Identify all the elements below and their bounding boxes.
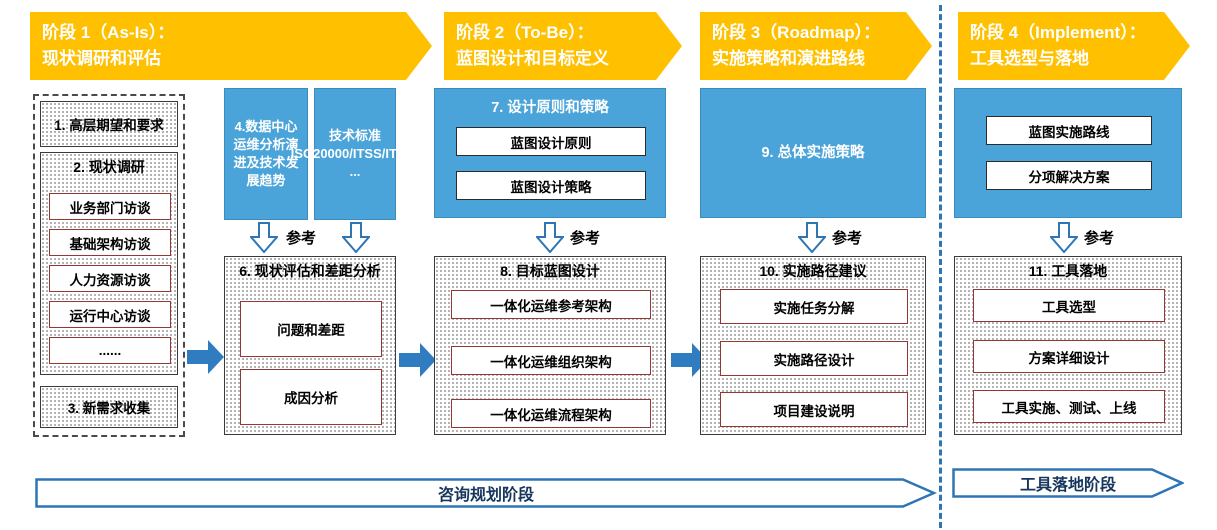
tech-standards-box: 技术标准ISO20000/ITSS/ITIL... ... xyxy=(291,88,419,220)
path-item: 实施任务分解 xyxy=(720,289,908,324)
asis-new-requirements-label: 3. 新需求收集 xyxy=(67,401,151,416)
phase-banner-4: 阶段 4（Implement）： 工具选型与落地 xyxy=(958,12,1190,80)
phase-separator-line xyxy=(939,5,942,528)
principles-item: 蓝图设计原则 xyxy=(456,127,646,156)
right-arrow-icon xyxy=(671,343,708,377)
trend-analysis-box: 4.数据中心运维分析演进及技术发展趋势 xyxy=(224,88,308,220)
tool-landing-title: 11. 工具落地 xyxy=(1028,263,1108,279)
blueprint-item: 一体化运维组织架构 xyxy=(451,346,651,375)
blueprint-item: 一体化运维参考架构 xyxy=(451,290,651,319)
implement-blue-item: 蓝图实施路线 xyxy=(986,116,1152,145)
down-arrow-icon xyxy=(342,222,370,253)
landing-item: 方案详细设计 xyxy=(973,340,1165,373)
reference-label: 参考 xyxy=(286,230,317,247)
right-arrow-icon xyxy=(399,343,436,377)
down-arrow-icon xyxy=(798,222,826,253)
survey-item: 运行中心访谈 xyxy=(49,301,171,328)
assessment-title: 6. 现状评估和差距分析 xyxy=(239,263,381,279)
reference-label: 参考 xyxy=(570,230,601,247)
asis-survey-box: 2. 现状调研 业务部门访谈 基础架构访谈 人力资源访谈 运行中心访谈 ....… xyxy=(40,152,178,375)
survey-item: 人力资源访谈 xyxy=(49,265,171,292)
landing-item: 工具实施、测试、上线 xyxy=(973,390,1165,423)
phase-banner-2: 阶段 2（To-Be）： 蓝图设计和目标定义 xyxy=(444,12,682,80)
consulting-stage-arrow: 咨询规划阶段 xyxy=(35,478,938,508)
phase-3-line1: 阶段 3（Roadmap）： xyxy=(712,23,881,42)
design-principles-title: 7. 设计原则和策略 xyxy=(491,100,609,116)
phase-banner-3: 阶段 3（Roadmap）： 实施策略和演进路线 xyxy=(700,12,932,80)
consulting-stage-label: 咨询规划阶段 xyxy=(437,487,534,504)
reference-label: 参考 xyxy=(1084,230,1115,247)
assessment-box: 6. 现状评估和差距分析 问题和差距 成因分析 xyxy=(224,256,396,435)
assessment-item: 成因分析 xyxy=(240,369,382,425)
survey-item: 基础架构访谈 xyxy=(49,229,171,256)
implementation-path-box: 10. 实施路径建议 实施任务分解 实施路径设计 项目建设说明 xyxy=(700,256,926,435)
landing-item: 工具选型 xyxy=(973,289,1165,322)
asis-group-frame xyxy=(33,94,185,437)
phase-banner-1: 阶段 1（As-Is）： 现状调研和评估 xyxy=(30,12,432,80)
tool-landing-box: 11. 工具落地 工具选型 方案详细设计 工具实施、测试、上线 xyxy=(954,256,1182,435)
asis-expectations-label: 1. 高层期望和要求 xyxy=(54,118,164,133)
phase-2-line2: 蓝图设计和目标定义 xyxy=(456,48,609,68)
down-arrow-icon xyxy=(250,222,278,253)
right-arrow-icon xyxy=(187,340,224,374)
path-item: 实施路径设计 xyxy=(720,341,908,376)
phase-2-line1: 阶段 2（To-Be）： xyxy=(456,23,594,42)
tool-stage-label: 工具落地阶段 xyxy=(1019,477,1116,494)
phase-1-line2: 现状调研和评估 xyxy=(42,48,161,68)
path-item: 项目建设说明 xyxy=(720,392,908,427)
survey-item: ...... xyxy=(49,337,171,364)
phase-1-line1: 阶段 1（As-Is）： xyxy=(42,23,175,42)
blueprint-design-box: 8. 目标蓝图设计 一体化运维参考架构 一体化运维组织架构 一体化运维流程架构 xyxy=(434,256,666,435)
phase-4-line1: 阶段 4（Implement）： xyxy=(970,23,1146,42)
principles-item: 蓝图设计策略 xyxy=(456,171,646,200)
implementation-path-title: 10. 实施路径建议 xyxy=(759,263,867,279)
assessment-item: 问题和差距 xyxy=(240,301,382,357)
overall-strategy-box: 9. 总体实施策略 xyxy=(700,88,926,218)
design-principles-box: 7. 设计原则和策略 蓝图设计原则 蓝图设计策略 xyxy=(434,88,666,218)
asis-expectations-box: 1. 高层期望和要求 xyxy=(40,101,178,147)
overall-strategy-label: 9. 总体实施策略 xyxy=(761,144,865,161)
asis-new-requirements-box: 3. 新需求收集 xyxy=(40,386,178,428)
down-arrow-icon xyxy=(1050,222,1078,253)
reference-label: 参考 xyxy=(832,230,863,247)
stage-arrow-shape xyxy=(35,478,938,508)
blueprint-item: 一体化运维流程架构 xyxy=(451,399,651,428)
asis-survey-title: 2. 现状调研 xyxy=(73,159,145,175)
trend-analysis-label: 4.数据中心运维分析演进及技术发展趋势 xyxy=(233,118,299,189)
implement-blueprint-box: 蓝图实施路线 分项解决方案 xyxy=(954,88,1182,218)
blueprint-design-title: 8. 目标蓝图设计 xyxy=(500,263,600,279)
tool-stage-arrow: 工具落地阶段 xyxy=(952,468,1186,498)
phase-4-line2: 工具选型与落地 xyxy=(970,48,1089,68)
survey-item: 业务部门访谈 xyxy=(49,193,171,220)
phase-3-line2: 实施策略和演进路线 xyxy=(712,48,865,68)
stage-arrow-shape xyxy=(952,468,1186,498)
down-arrow-icon xyxy=(536,222,564,253)
tech-standards-label: 技术标准ISO20000/ITSS/ITIL... ... xyxy=(290,127,420,180)
implement-blue-item: 分项解决方案 xyxy=(986,161,1152,190)
